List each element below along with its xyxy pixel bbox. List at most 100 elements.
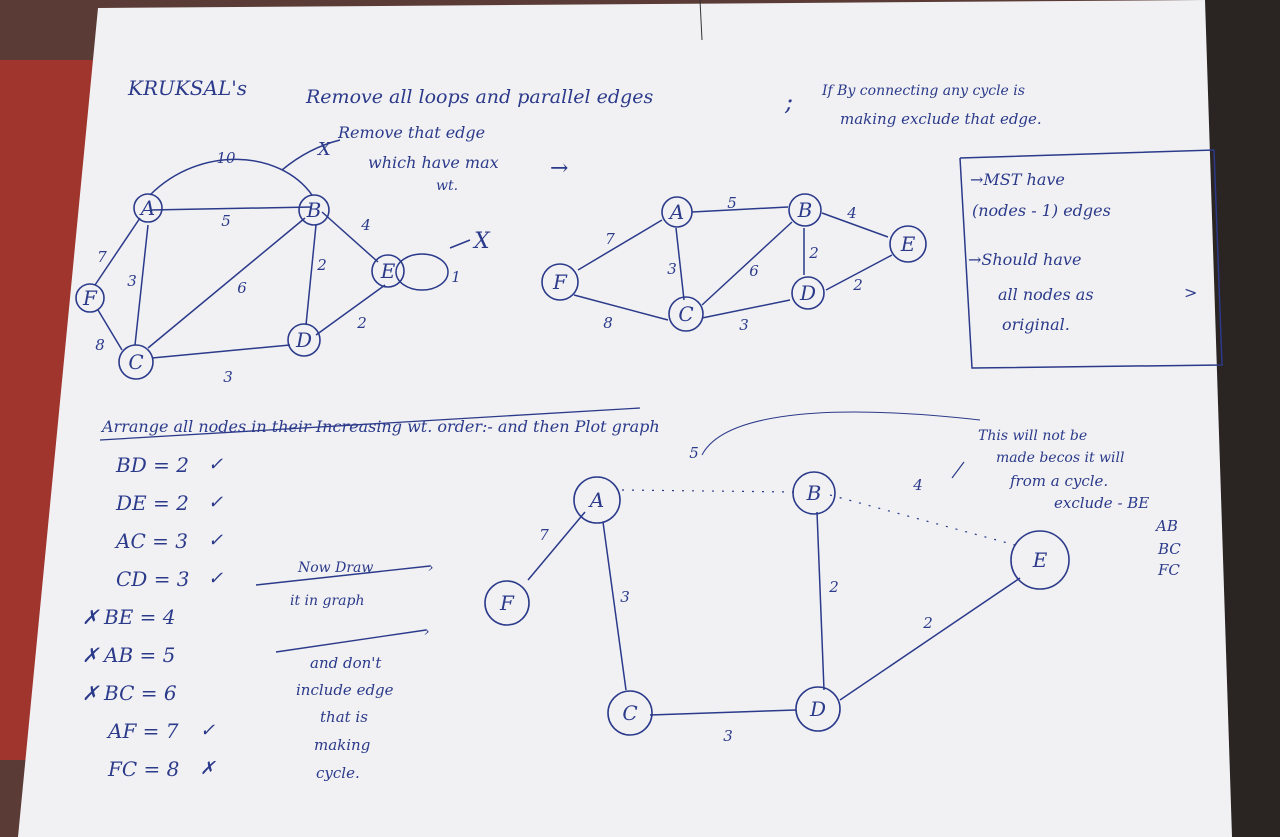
g2-edge-ab	[691, 206, 789, 213]
title-kruskal: KRUKSAL's	[127, 76, 247, 100]
svg-text:B: B	[797, 198, 813, 222]
edge-list-item: BD = 2	[115, 453, 189, 477]
g2-node-f: F	[541, 263, 579, 301]
g3-edge-af	[527, 511, 586, 581]
g2-edge-af	[577, 219, 663, 271]
edge-de	[315, 284, 386, 336]
warning-line6: BC	[1157, 540, 1181, 558]
rule-text: Remove all loops and parallel edges	[305, 86, 653, 108]
edge-be	[321, 211, 379, 263]
g3-weight-be-dotted: 4	[912, 476, 923, 494]
edge-list-item: BC = 6	[103, 681, 177, 705]
remove-note-line3: wt.	[436, 178, 458, 194]
edge-cd	[151, 344, 291, 359]
edge-bc	[147, 217, 306, 349]
svg-text:F: F	[82, 286, 98, 310]
edge-list-mark: ✓	[208, 492, 223, 513]
node-d: D	[287, 323, 321, 357]
warning-line2: made becos it will	[996, 450, 1124, 466]
edge-ab	[149, 206, 313, 211]
node-b: B	[298, 194, 330, 226]
dont-include-arrow	[275, 629, 427, 653]
g2-weight-ac: 3	[667, 260, 677, 278]
edge-list-mark: ✓	[208, 530, 223, 551]
edge-list-item: AB = 5	[102, 643, 175, 667]
g3-node-d: D	[795, 686, 841, 732]
dont-include-line1: and don't	[310, 654, 382, 672]
g2-weight-af: 7	[605, 230, 615, 248]
graph-mst: 5 4 A B C D E F 7 3 2 2 3	[484, 411, 1070, 745]
svg-text:C: C	[622, 701, 637, 725]
box-line5: original.	[1002, 315, 1070, 334]
svg-text:D: D	[809, 697, 826, 721]
edge-list-item: CD = 3	[116, 567, 190, 591]
warning-line5: AB	[1154, 517, 1178, 535]
g2-node-e: E	[889, 225, 927, 263]
now-draw-arrow	[255, 565, 431, 586]
g3-weight-ab-dotted: 5	[689, 444, 699, 462]
g3-weight-cd: 3	[723, 727, 733, 745]
svg-text:E: E	[1032, 548, 1048, 572]
graph-original: A B C D E F 5 10 3 7 8 2 4 6 3 2 1 X X	[75, 139, 491, 386]
weight-af: 7	[97, 248, 107, 266]
dont-include-arrowhead: ›	[424, 624, 430, 640]
g3-weight-de: 2	[922, 614, 933, 632]
g3-edge-ac	[602, 521, 627, 691]
g3-node-e: E	[1010, 530, 1070, 590]
svg-text:C: C	[128, 350, 143, 374]
g2-edge-cd	[701, 299, 791, 319]
edge-bd	[305, 224, 317, 326]
node-f: F	[75, 283, 105, 313]
g2-edge-be	[821, 212, 889, 238]
weight-bd: 2	[316, 256, 327, 274]
box-line1: →MST have	[970, 170, 1065, 189]
g2-edge-ac	[675, 227, 685, 301]
arrow-right: →	[550, 156, 568, 181]
x-mark-loop: X	[472, 229, 491, 254]
g2-weight-bc: 6	[749, 262, 759, 280]
edge-list-cross: ✗	[82, 605, 100, 629]
box-arrow: >	[1184, 283, 1197, 302]
remove-arrow-curve	[281, 139, 341, 171]
now-draw-line2: it in graph	[290, 593, 364, 609]
node-c: C	[118, 344, 154, 380]
edge-list-item: AC = 3	[114, 529, 188, 553]
svg-text:D: D	[799, 281, 816, 305]
warning-line4: exclude - BE	[1054, 494, 1149, 512]
remove-note-line2: which have max	[368, 153, 499, 172]
g3-edge-be-dotted	[829, 494, 1016, 546]
g3-edge-cd	[649, 709, 797, 716]
weight-bc: 6	[237, 279, 247, 297]
remove-note-line1: Remove that edge	[337, 123, 485, 142]
g3-weight-bd: 2	[828, 578, 839, 596]
node-a: A	[133, 193, 163, 223]
x-mark-dash	[449, 239, 471, 249]
g2-edge-de	[825, 254, 893, 291]
edge-af	[94, 217, 141, 286]
g3-node-f: F	[484, 580, 530, 626]
arrange-underline	[99, 407, 641, 441]
now-draw-arrowhead: ›	[428, 560, 434, 576]
edge-list-mark: ✓	[200, 720, 215, 741]
edge-list-item: FC = 8	[107, 757, 179, 781]
mst-box: →MST have (nodes - 1) edges →Should have…	[959, 149, 1223, 369]
edge-list-mark: ✓	[208, 454, 223, 475]
edge-list-mark: ✗	[200, 758, 216, 779]
edge-ab-parallel	[149, 158, 313, 196]
edge-ac	[134, 224, 149, 346]
svg-text:B: B	[806, 481, 822, 505]
node-e: E	[371, 254, 405, 288]
svg-text:A: A	[139, 196, 155, 220]
dont-include-line3: that is	[320, 708, 368, 726]
g2-edge-bc	[701, 221, 793, 306]
g3-node-b: B	[792, 471, 836, 515]
g2-node-b: B	[788, 193, 822, 227]
g3-weight-ac: 3	[620, 588, 630, 606]
svg-text:B: B	[306, 198, 322, 222]
g2-weight-bd: 2	[808, 244, 819, 262]
svg-text:E: E	[900, 232, 916, 256]
g3-edge-de	[839, 577, 1021, 701]
edge-list-item: DE = 2	[115, 491, 189, 515]
g3-node-a: A	[573, 476, 621, 524]
weight-ac: 3	[127, 272, 137, 290]
